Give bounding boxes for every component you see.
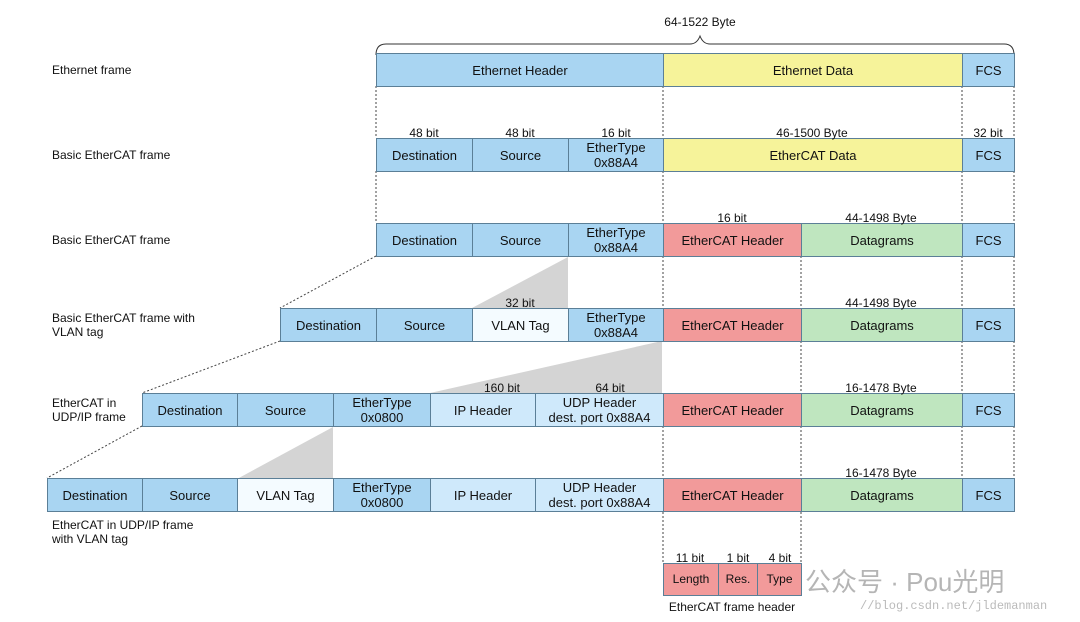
frame-size-label: 64-1522 Byte: [664, 15, 736, 29]
watermark-text: 公众号 · Pou光明: [805, 567, 1005, 597]
header-detail-field: Res.: [718, 563, 758, 596]
row-label: Basic EtherCAT frame with VLAN tag: [52, 311, 195, 339]
frame-field: EtherCAT Header: [663, 478, 802, 512]
ip-udp-insert-triangle: [430, 341, 662, 393]
frame-field: Source: [142, 478, 238, 512]
frame-field: Ethernet Data: [663, 53, 963, 87]
bit-size-label: 160 bit: [483, 381, 521, 395]
row-label: EtherCAT in UDP/IP frame with VLAN tag: [52, 518, 194, 546]
frame-size-brace: [375, 34, 1015, 56]
frame-field: EtherCAT Header: [663, 308, 802, 342]
frame-field: EtherType 0x0800: [333, 478, 431, 512]
bit-size-label: 44-1498 Byte: [845, 296, 917, 310]
frame-field: Datagrams: [801, 308, 963, 342]
header-bit-label: 1 bit: [726, 551, 750, 565]
frame-field: Destination: [142, 393, 238, 427]
header-detail-field: Length: [663, 563, 719, 596]
frame-field: Destination: [376, 223, 473, 257]
frame-field: FCS: [962, 223, 1015, 257]
frame-field: Source: [472, 223, 569, 257]
frame-field: EtherCAT Header: [663, 393, 802, 427]
bit-size-label: 16 bit: [717, 211, 747, 225]
bit-size-label: 44-1498 Byte: [845, 211, 917, 225]
row-label: Basic EtherCAT frame: [52, 233, 171, 247]
bit-size-label: 48 bit: [409, 126, 439, 140]
frame-field: Destination: [376, 138, 473, 172]
header-detail-caption: EtherCAT frame header: [668, 600, 796, 614]
frame-field: Datagrams: [801, 223, 963, 257]
frame-field: FCS: [962, 138, 1015, 172]
frame-field: FCS: [962, 308, 1015, 342]
frame-field: IP Header: [430, 478, 536, 512]
header-bit-label: 11 bit: [675, 551, 705, 565]
frame-field: EtherType 0x88A4: [568, 308, 664, 342]
frame-field: UDP Header dest. port 0x88A4: [535, 393, 664, 427]
frame-field: VLAN Tag: [472, 308, 569, 342]
frame-field: UDP Header dest. port 0x88A4: [535, 478, 664, 512]
guide-line: [46, 425, 143, 479]
bit-size-label: 48 bit: [505, 126, 535, 140]
frame-field: FCS: [962, 53, 1015, 87]
frame-field: FCS: [962, 478, 1015, 512]
frame-field: EtherType 0x88A4: [568, 138, 664, 172]
bit-size-label: 16 bit: [601, 126, 631, 140]
row-label: Ethernet frame: [52, 63, 132, 77]
frame-field: Datagrams: [801, 478, 963, 512]
guide-line: [279, 255, 377, 309]
bit-size-label: 32 bit: [973, 126, 1003, 140]
vlan-insert-triangle-2: [237, 427, 333, 479]
bit-size-label: 64 bit: [595, 381, 625, 395]
frame-field: FCS: [962, 393, 1015, 427]
vlan-insert-triangle: [472, 257, 568, 308]
header-bit-label: 4 bit: [768, 551, 792, 565]
guide-line: [141, 340, 281, 394]
bit-size-label: 46-1500 Byte: [776, 126, 848, 140]
frame-field: Destination: [280, 308, 377, 342]
header-detail-field: Type: [757, 563, 802, 596]
frame-field: Source: [472, 138, 569, 172]
frame-field: EtherType 0x0800: [333, 393, 431, 427]
watermark-url: //blog.csdn.net/jldemanman: [860, 599, 1048, 613]
row-label: EtherCAT in UDP/IP frame: [52, 396, 126, 424]
frame-field: Source: [237, 393, 334, 427]
frame-field: VLAN Tag: [237, 478, 334, 512]
bit-size-label: 16-1478 Byte: [845, 381, 917, 395]
frame-field: Ethernet Header: [376, 53, 664, 87]
frame-field: Datagrams: [801, 393, 963, 427]
frame-field: Source: [376, 308, 473, 342]
frame-field: EtherCAT Header: [663, 223, 802, 257]
frame-field: Destination: [47, 478, 143, 512]
frame-field: EtherType 0x88A4: [568, 223, 664, 257]
row-label: Basic EtherCAT frame: [52, 148, 171, 162]
frame-field: EtherCAT Data: [663, 138, 963, 172]
bit-size-label: 32 bit: [505, 296, 535, 310]
frame-field: IP Header: [430, 393, 536, 427]
bit-size-label: 16-1478 Byte: [845, 466, 917, 480]
